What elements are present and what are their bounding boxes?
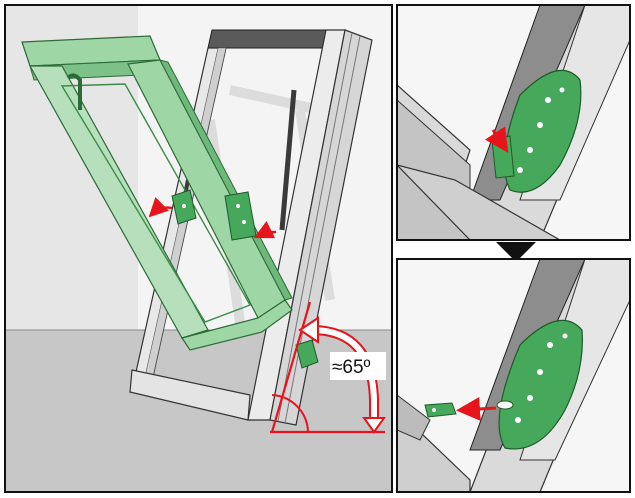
detail-top-arrow	[485, 126, 509, 153]
removed-clip	[424, 402, 457, 418]
angle-indicator: ≈65º	[270, 301, 386, 434]
hinge-left	[171, 189, 197, 225]
detail-panel-bottom	[397, 259, 630, 492]
main-panel: ≈65º	[5, 5, 392, 492]
angle-label: ≈65º	[332, 357, 371, 378]
main-panel-border	[4, 4, 393, 493]
detail-panel-bottom-border	[396, 258, 631, 493]
release-arrow-left	[148, 197, 173, 218]
bottom-bracket	[295, 339, 319, 369]
release-arrow-right	[253, 220, 277, 239]
side-wall	[5, 5, 138, 330]
hinge-plate-bottom	[496, 319, 583, 450]
detail-panel-top-border	[396, 4, 631, 241]
step-arrow-down	[496, 242, 536, 262]
detail-panel-top	[397, 5, 630, 240]
detail-bottom-arrow	[456, 396, 497, 421]
window-sash	[21, 35, 293, 351]
